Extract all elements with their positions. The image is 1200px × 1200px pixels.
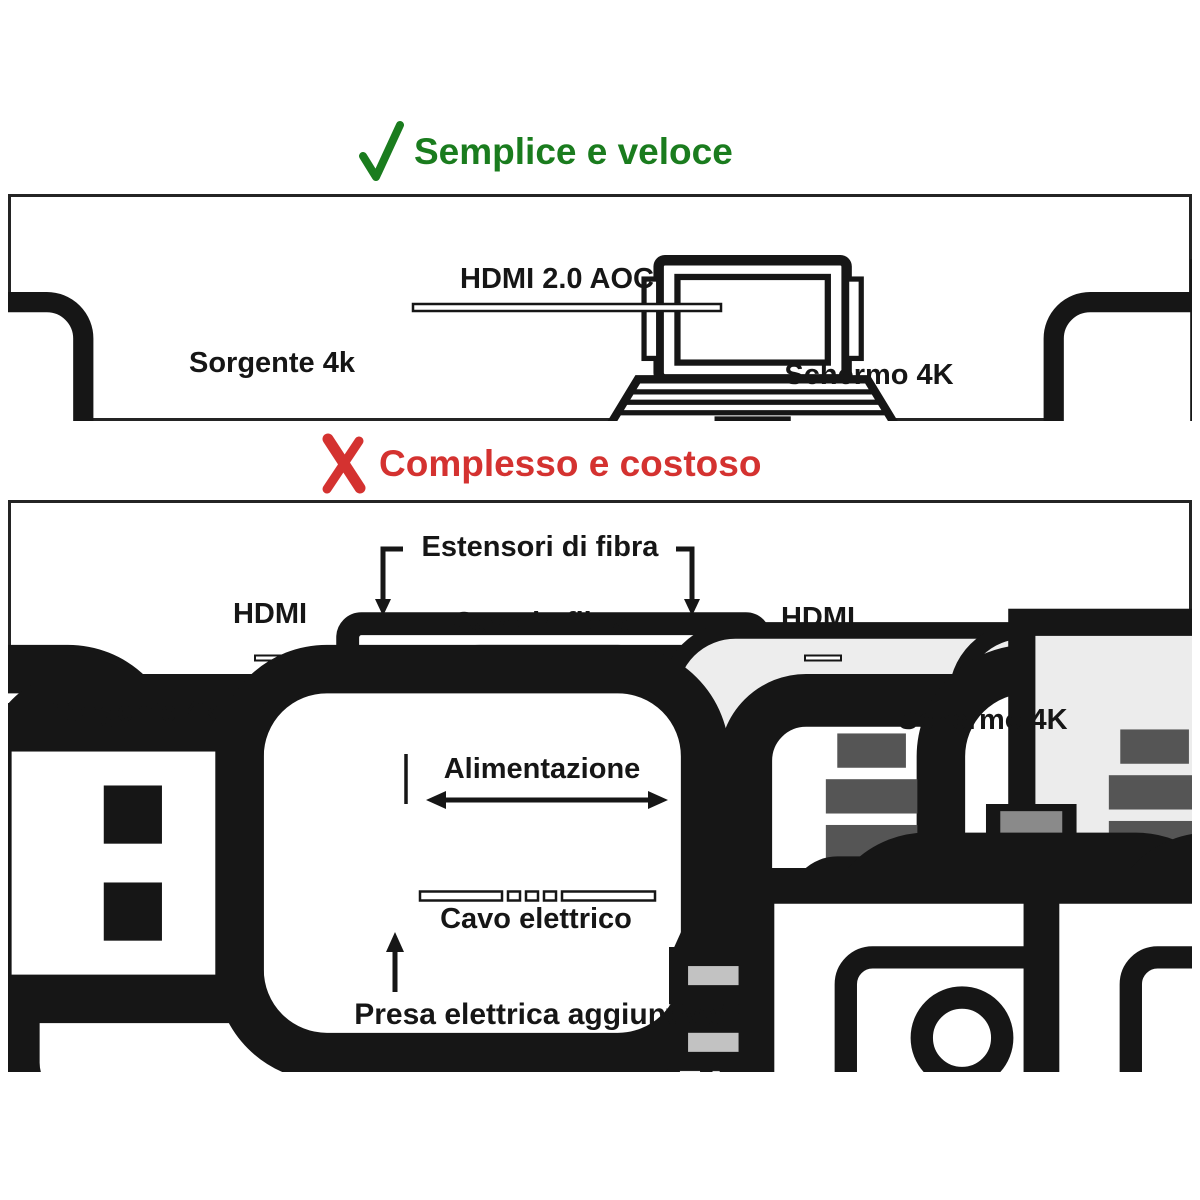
simple-title: Semplice e veloce [414, 131, 733, 172]
complex-title: Complesso e costoso [379, 443, 762, 484]
complex-panel [8, 500, 1192, 1072]
electric-cable-label: Cavo elettrico [440, 903, 632, 935]
source-label: Sorgente 4k [51, 696, 217, 728]
extenders-label: Estensori di fibra [421, 531, 659, 563]
complex-title-row: Complesso e costoso [317, 432, 761, 496]
hdmi-right-label: HDMI [780, 602, 856, 634]
extra-outlet-label: Presa elettrica aggiuntiva [354, 998, 718, 1031]
screen-label: Schermo 4K [784, 359, 954, 391]
x-icon [322, 433, 366, 494]
source-label: Sorgente 4k [189, 347, 355, 379]
simple-title-row: Semplice e veloce [358, 120, 733, 184]
power-label: Alimentazione [443, 753, 641, 785]
aoc-cable-label: HDMI 2.0 AOC [460, 263, 654, 295]
check-icon [359, 121, 404, 181]
simple-panel [8, 194, 1192, 421]
hdmi-left-label: HDMI [232, 598, 308, 630]
fiber-cable-label: Cavo in fibra [453, 607, 629, 639]
screen-label: Schermo 4K [898, 704, 1068, 736]
